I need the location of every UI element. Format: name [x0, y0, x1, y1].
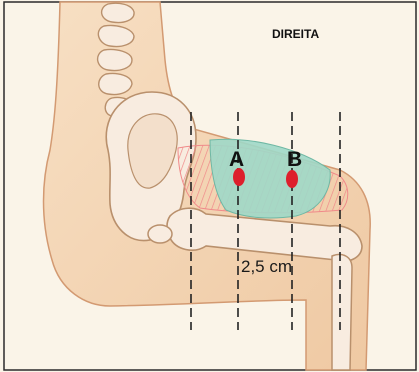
tibia-bone: [332, 255, 352, 371]
distance-label: 2,5 cm: [241, 257, 292, 276]
marker-b-dot: [286, 170, 298, 188]
side-label: DIREITA: [272, 27, 319, 41]
marker-a-label: A: [229, 148, 244, 171]
femur-head: [148, 225, 172, 243]
marker-b-label: B: [287, 148, 302, 171]
